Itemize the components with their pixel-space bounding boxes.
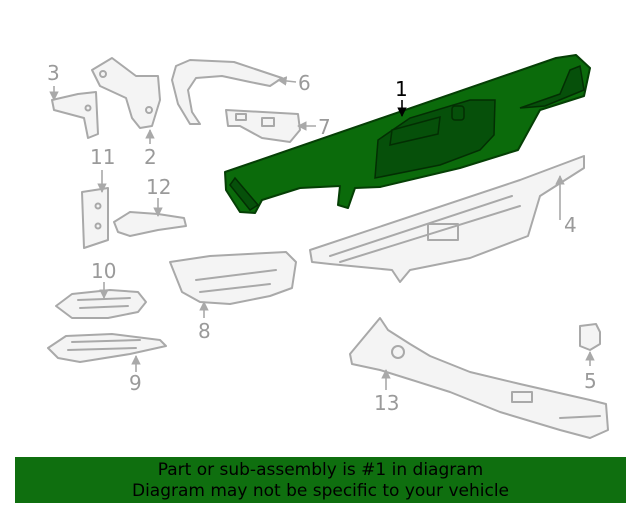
callout-4[interactable]: 4 bbox=[564, 213, 577, 237]
callout-7[interactable]: 7 bbox=[318, 115, 331, 139]
callout-12[interactable]: 12 bbox=[146, 175, 171, 199]
disclaimer-banner: Part or sub-assembly is #1 in diagram Di… bbox=[15, 457, 626, 503]
parts-diagram: 1 2 3 4 5 6 7 8 9 10 11 12 13 bbox=[47, 54, 609, 439]
leader-6 bbox=[277, 76, 297, 86]
callout-5[interactable]: 5 bbox=[584, 369, 597, 393]
callout-8[interactable]: 8 bbox=[198, 319, 211, 343]
callout-2[interactable]: 2 bbox=[144, 145, 157, 169]
banner-line-1: Part or sub-assembly is #1 in diagram bbox=[157, 460, 484, 480]
callout-3[interactable]: 3 bbox=[47, 61, 60, 85]
leader-lines bbox=[49, 76, 595, 390]
part-5-clip[interactable] bbox=[579, 323, 601, 351]
part-3-bracket[interactable] bbox=[51, 91, 99, 139]
banner-line-2: Diagram may not be specific to your vehi… bbox=[131, 481, 509, 501]
part-12-bracket[interactable] bbox=[113, 211, 187, 237]
callout-10[interactable]: 10 bbox=[91, 259, 116, 283]
part-2-bracket[interactable] bbox=[91, 57, 161, 129]
callout-11[interactable]: 11 bbox=[90, 145, 115, 169]
part-13-hitch[interactable] bbox=[349, 317, 609, 439]
part-1-rear-bumper[interactable] bbox=[224, 54, 591, 214]
callout-9[interactable]: 9 bbox=[129, 371, 142, 395]
part-8-end-pad[interactable] bbox=[169, 251, 297, 305]
callout-6[interactable]: 6 bbox=[298, 71, 311, 95]
part-9-step[interactable] bbox=[47, 333, 167, 363]
part-7-bracket[interactable] bbox=[225, 109, 301, 143]
part-4-reinforcement[interactable] bbox=[309, 155, 585, 283]
part-10-step-pad[interactable] bbox=[55, 289, 147, 319]
part-6-end-cap[interactable] bbox=[171, 59, 283, 125]
callout-13[interactable]: 13 bbox=[374, 391, 399, 415]
callout-labels: 1 2 3 4 5 6 7 8 9 10 11 12 13 bbox=[47, 61, 597, 415]
callout-1[interactable]: 1 bbox=[395, 77, 408, 101]
part-11-bracket[interactable] bbox=[81, 187, 109, 249]
